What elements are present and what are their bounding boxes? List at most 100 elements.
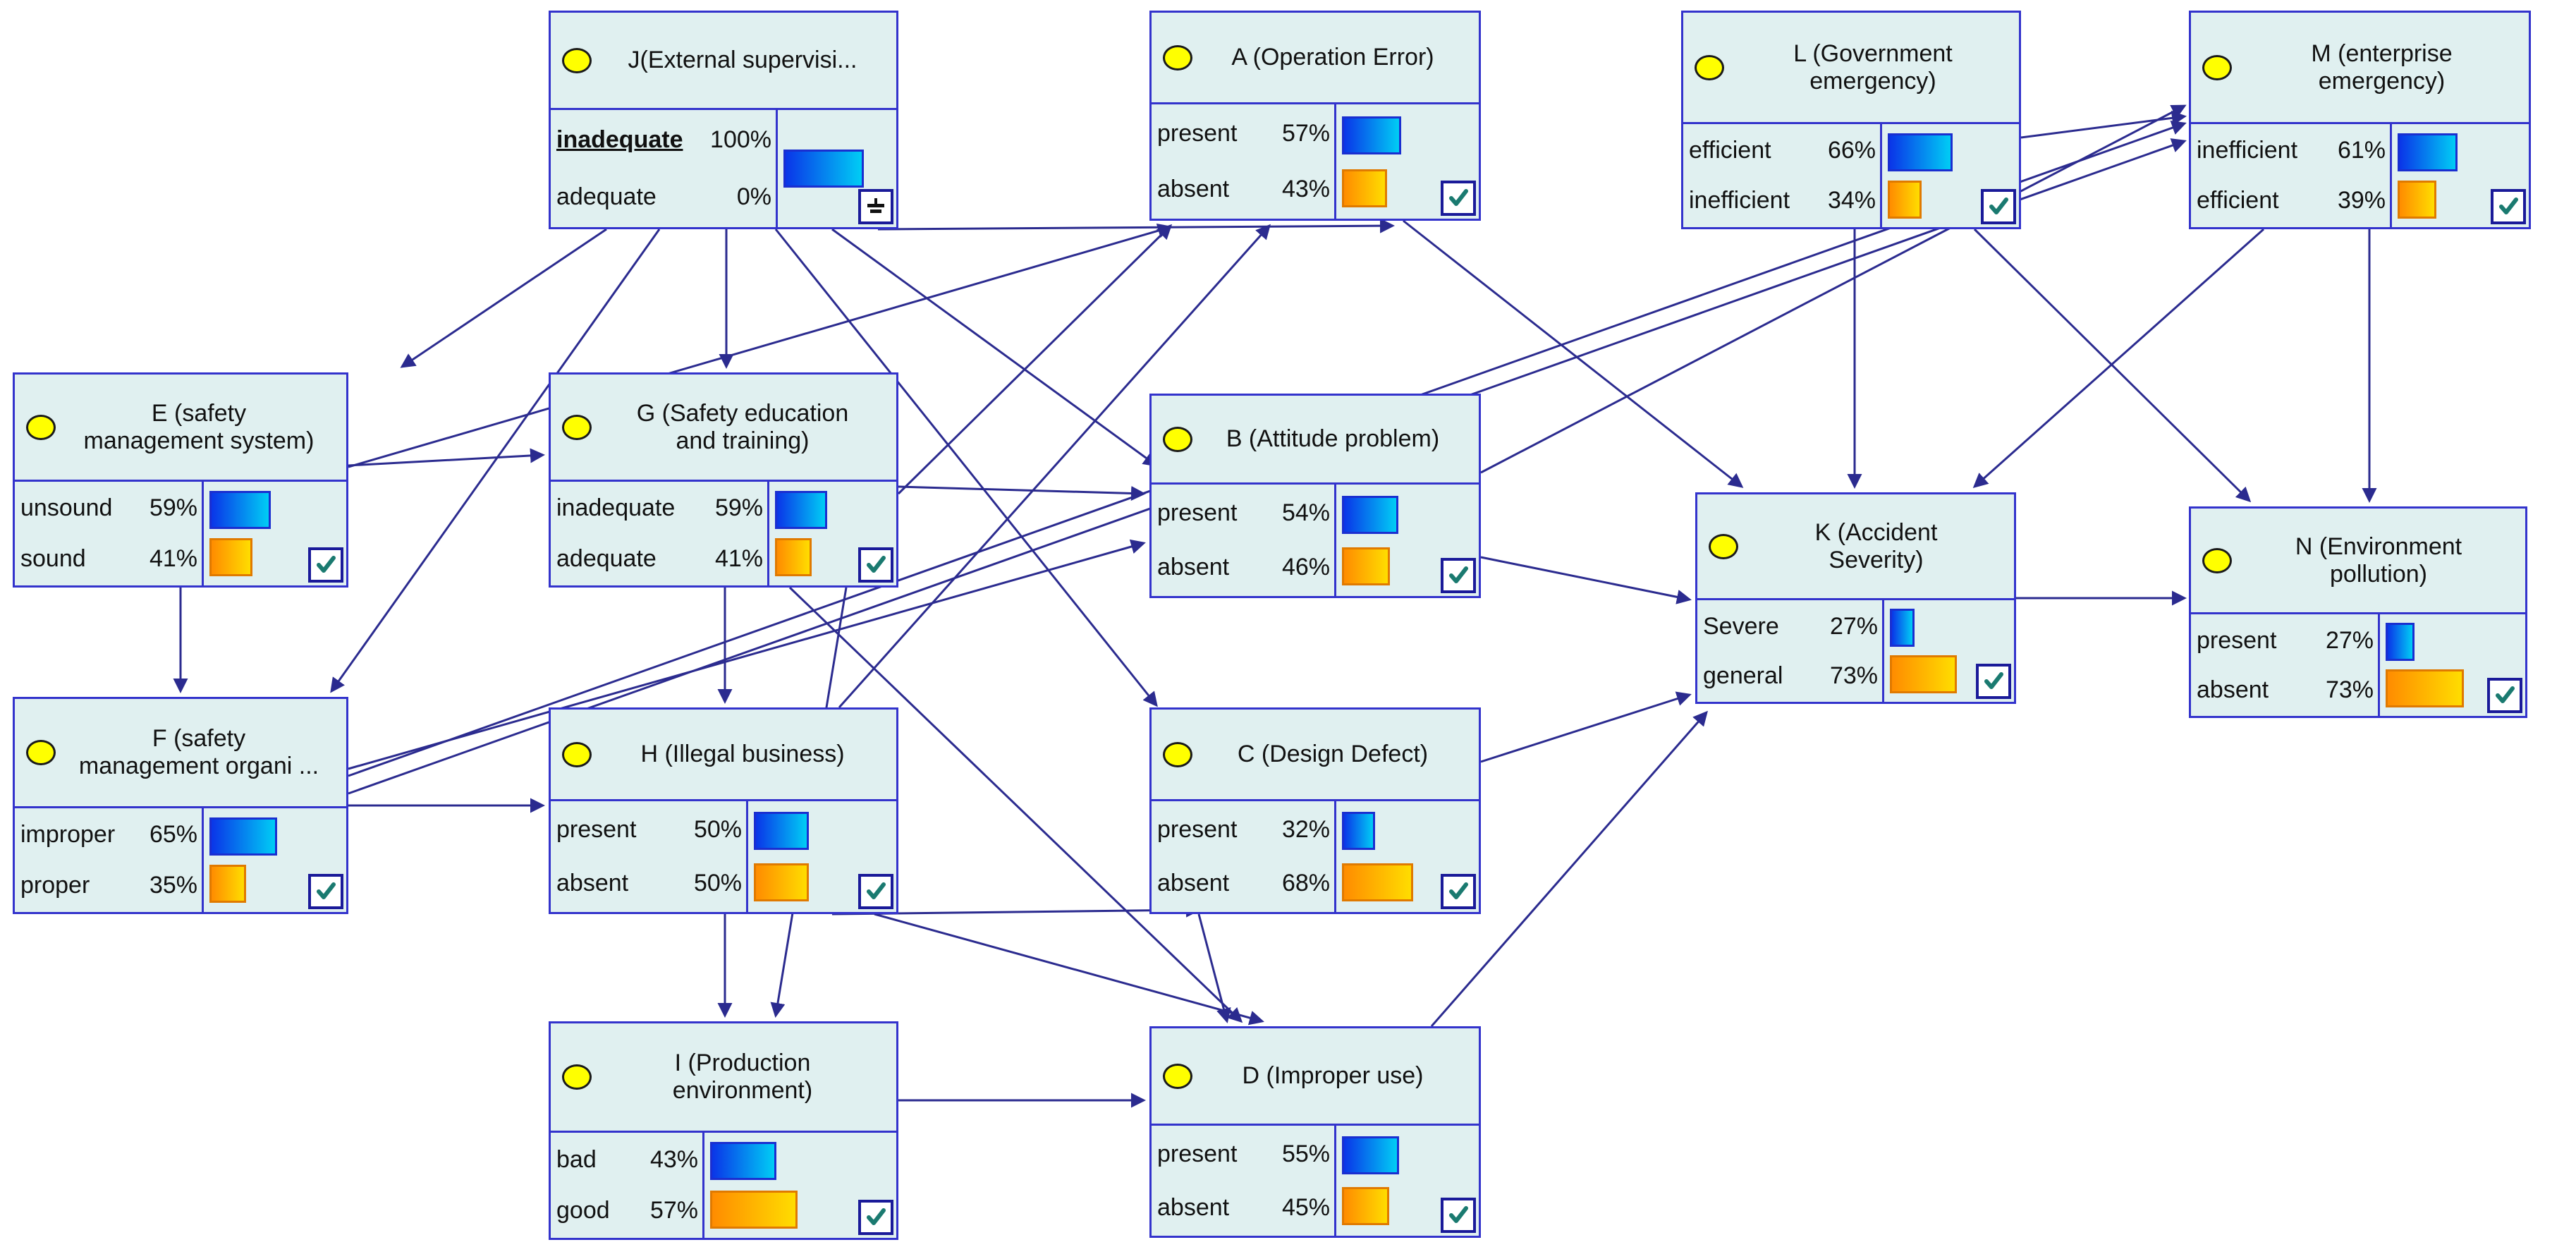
probability-bar-present <box>1342 812 1375 851</box>
state-label: absent <box>2197 676 2269 703</box>
lightbulb-icon <box>1163 426 1192 452</box>
state-label: sound <box>20 545 86 572</box>
node-header[interactable]: F (safety management organi ... <box>15 699 346 808</box>
evidence-anchor-icon[interactable] <box>858 189 893 224</box>
node-header[interactable]: M (enterprise emergency) <box>2191 13 2529 124</box>
node-header[interactable]: D (Improper use) <box>1152 1028 1479 1126</box>
edge-c-to-k[interactable] <box>1480 691 1692 763</box>
state-label: inefficient <box>1689 187 1790 214</box>
checkmark-icon[interactable] <box>858 547 893 583</box>
node-header[interactable]: N (Environment pollution) <box>2191 509 2525 614</box>
node-header[interactable]: J(External supervisi... <box>551 13 896 110</box>
checkmark-icon[interactable] <box>2487 678 2522 713</box>
state-probability: 32% <box>1281 815 1330 843</box>
state-probability: 55% <box>1281 1140 1330 1167</box>
checkmark-icon[interactable] <box>858 874 893 909</box>
node-g-safety-education-training[interactable]: G (Safety education and training) inadequ… <box>549 372 898 588</box>
checkmark-icon[interactable] <box>1981 189 2016 224</box>
node-header[interactable]: C (Design Defect) <box>1152 710 1479 801</box>
node-header[interactable]: E (safety management system) <box>15 375 346 482</box>
state-label: inefficient <box>2197 137 2298 164</box>
node-title: F (safety management organi ... <box>78 725 319 779</box>
node-header[interactable]: G (Safety education and training) <box>551 375 896 482</box>
edge-l-to-m[interactable] <box>2020 110 2187 139</box>
edge-m-to-k[interactable] <box>1972 228 2264 488</box>
edge-c-to-d[interactable] <box>1197 913 1231 1023</box>
checkmark-icon[interactable] <box>1441 1198 1476 1233</box>
checkmark-icon[interactable] <box>1976 664 2011 699</box>
checkmark-icon[interactable] <box>1441 874 1476 909</box>
node-header[interactable]: B (Attitude problem) <box>1152 396 1479 485</box>
state-label: absent <box>1157 176 1230 202</box>
node-header[interactable]: L (Government emergency) <box>1683 13 2019 124</box>
state-probability: 59% <box>149 494 197 522</box>
node-header[interactable]: H (Illegal business) <box>551 710 896 801</box>
checkmark-icon[interactable] <box>308 547 343 583</box>
checkmark-icon[interactable] <box>1441 558 1476 593</box>
node-header[interactable]: I (Production environment) <box>551 1023 896 1133</box>
edge-g-to-b[interactable] <box>898 485 1146 501</box>
checkmark-icon[interactable] <box>308 874 343 909</box>
probability-bars <box>1882 124 2019 227</box>
state-probability: 50% <box>693 815 742 843</box>
probability-bar-absent <box>1342 863 1413 901</box>
probability-bars <box>769 482 896 585</box>
edge-j-to-a[interactable] <box>877 218 1395 233</box>
edge-b-to-k[interactable] <box>1480 556 1692 604</box>
edge-g-to-a[interactable] <box>897 224 1173 495</box>
checkmark-icon[interactable] <box>1441 181 1476 216</box>
edge-j-to-e[interactable] <box>400 228 607 368</box>
checkmark-icon[interactable] <box>2491 189 2526 224</box>
probability-bar-present <box>1342 495 1398 534</box>
edge-e-to-g[interactable] <box>348 448 545 467</box>
node-header[interactable]: A (Operation Error) <box>1152 13 1479 104</box>
node-title: J(External supervisi... <box>628 47 857 74</box>
checkmark-icon[interactable] <box>858 1200 893 1235</box>
edge-h-to-d[interactable] <box>874 913 1264 1026</box>
edge-l-to-n[interactable] <box>1973 228 2252 503</box>
node-header[interactable]: K (Accident Severity) <box>1697 494 2014 600</box>
